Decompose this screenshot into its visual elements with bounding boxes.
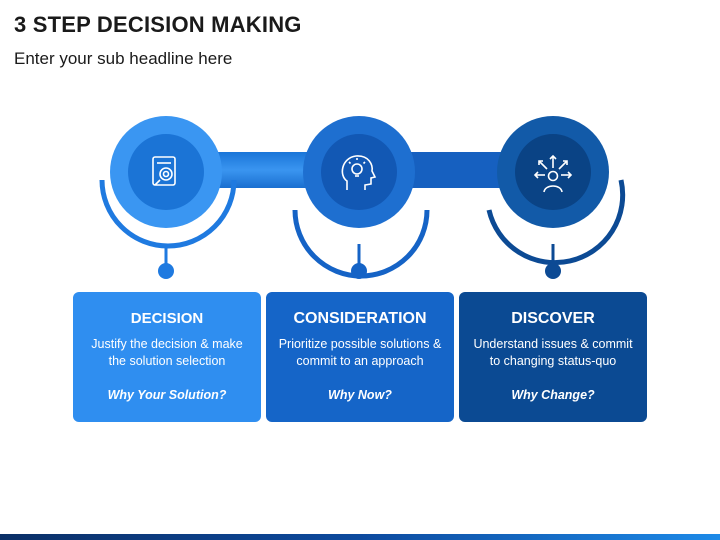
step-card-consideration: CONSIDERATION Prioritize possible soluti…	[266, 292, 454, 422]
connector-bar-1	[205, 152, 315, 188]
connector-dot-2	[351, 263, 367, 279]
card-question: Why Change?	[511, 388, 595, 402]
step-card-discover: DISCOVER Understand issues & commit to c…	[459, 292, 647, 422]
document-target-icon	[152, 156, 176, 186]
page-title: 3 STEP DECISION MAKING	[14, 12, 302, 37]
card-question: Why Now?	[328, 388, 392, 402]
bottom-accent-bar	[0, 534, 720, 540]
card-title: DECISION	[130, 310, 204, 327]
card-description: Justify the decision & make the solution…	[91, 337, 243, 368]
connector-dot-3	[545, 263, 561, 279]
connector-dot-1	[158, 263, 174, 279]
page-subtitle: Enter your sub headline here	[14, 49, 233, 68]
card-question: Why Your Solution?	[107, 388, 227, 402]
arc-3	[486, 179, 626, 266]
arc-1	[99, 179, 237, 249]
step-circle-2	[303, 116, 415, 228]
card-title: CONSIDERATION	[293, 310, 427, 327]
card-description: Prioritize possible solutions & commit t…	[278, 337, 442, 368]
card-description: Understand issues & commit to changing s…	[473, 337, 633, 368]
step-card-decision: DECISION Justify the decision & make the…	[73, 292, 261, 422]
connector-bar-2	[405, 152, 515, 188]
card-title: DISCOVER	[511, 310, 595, 327]
head-lightbulb-icon	[341, 155, 377, 190]
person-directions-icon	[533, 154, 573, 193]
